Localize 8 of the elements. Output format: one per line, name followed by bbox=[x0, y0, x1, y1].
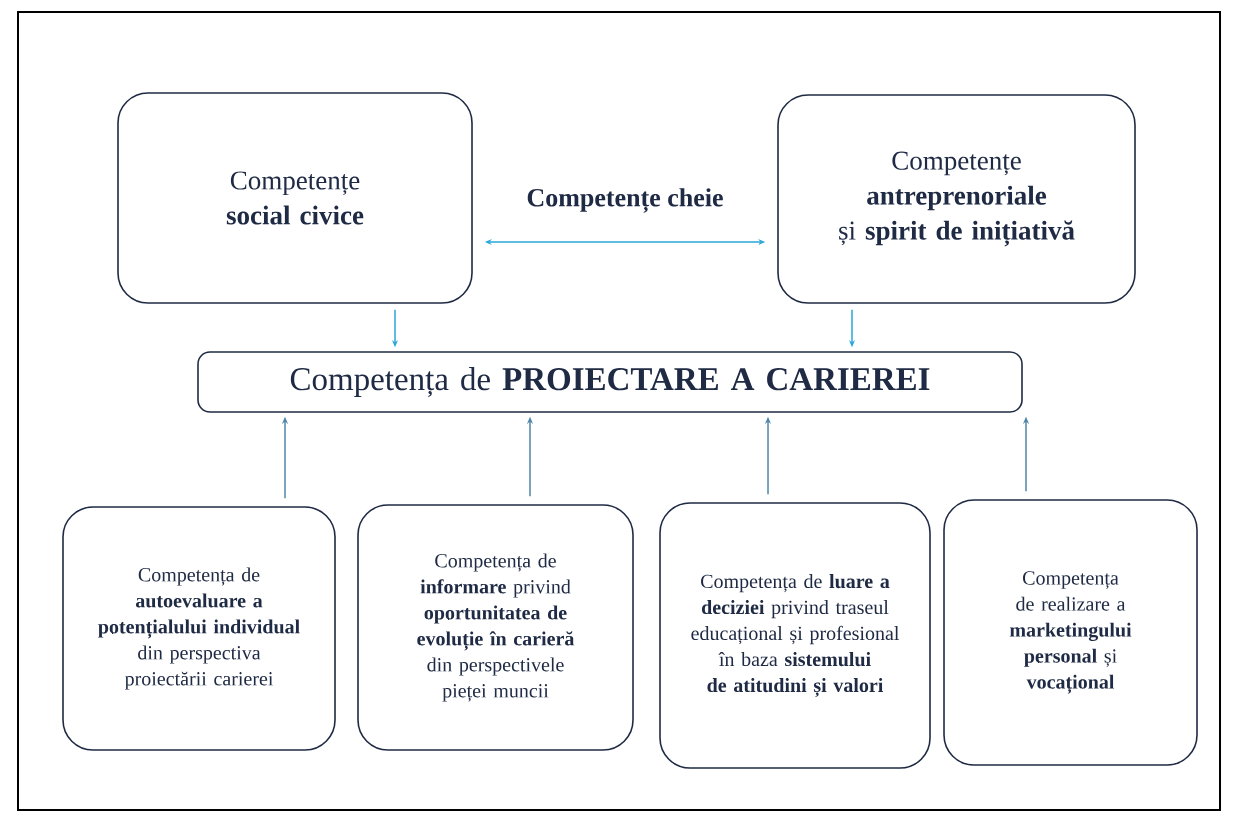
competence-box: Competența de realizare a marketingului personal și vocațional bbox=[943, 499, 1198, 766]
edge-label: Competențe cheie bbox=[524, 186, 726, 215]
competence-box: Competențe antreprenoriale și spirit de inițiativă bbox=[777, 94, 1136, 304]
competence-box: Competența de luare a deciziei privind traseul educațional și profesional în baza sistemului de atitudini și valori bbox=[659, 502, 931, 769]
competence-box: Competența de PROIECTARE A CARIEREI bbox=[197, 351, 1023, 413]
competence-box: Competența de autoevaluare a potențialului individual din perspectiva proiectării carierei bbox=[62, 506, 336, 751]
competence-box: Competența de informare privind oportunitatea de evoluție în carieră din perspectivele pieței muncii bbox=[357, 504, 634, 751]
competence-box: Competențe social civice bbox=[117, 92, 473, 304]
